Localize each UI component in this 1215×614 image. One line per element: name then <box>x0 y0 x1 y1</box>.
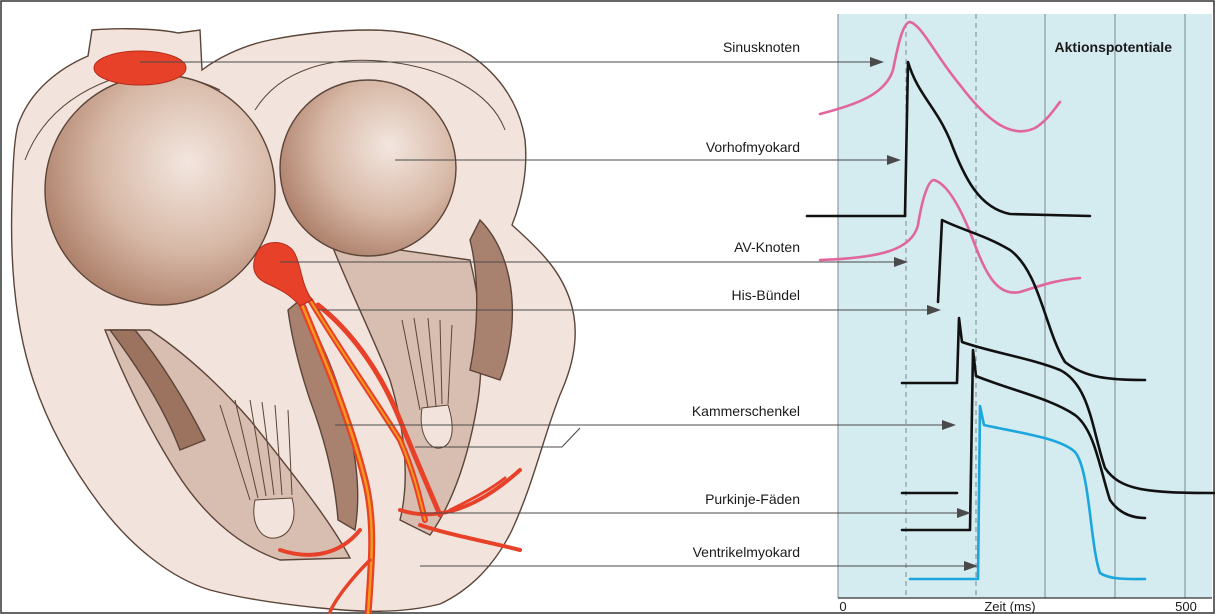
label-vorhofmyokard: Vorhofmyokard <box>706 139 800 155</box>
ap-panel-background <box>838 14 1212 598</box>
x-tick-end: 500 <box>1175 599 1197 614</box>
label-purkinje-faeden: Purkinje-Fäden <box>705 491 800 507</box>
x-axis-label: Zeit (ms) <box>984 599 1035 614</box>
left-valve-ring <box>45 75 275 305</box>
label-av-knoten: AV-Knoten <box>734 239 800 255</box>
panel-title: Aktionspotentiale <box>1055 39 1173 55</box>
label-ventrikelmyokard: Ventrikelmyokard <box>693 544 800 560</box>
sinus-node <box>94 51 186 85</box>
label-sinusknoten: Sinusknoten <box>723 39 800 55</box>
label-his-buendel: His-Bündel <box>732 287 800 303</box>
label-kammerschenkel: Kammerschenkel <box>692 403 800 419</box>
x-tick-start: 0 <box>839 599 846 614</box>
right-valve-ring <box>280 80 456 256</box>
